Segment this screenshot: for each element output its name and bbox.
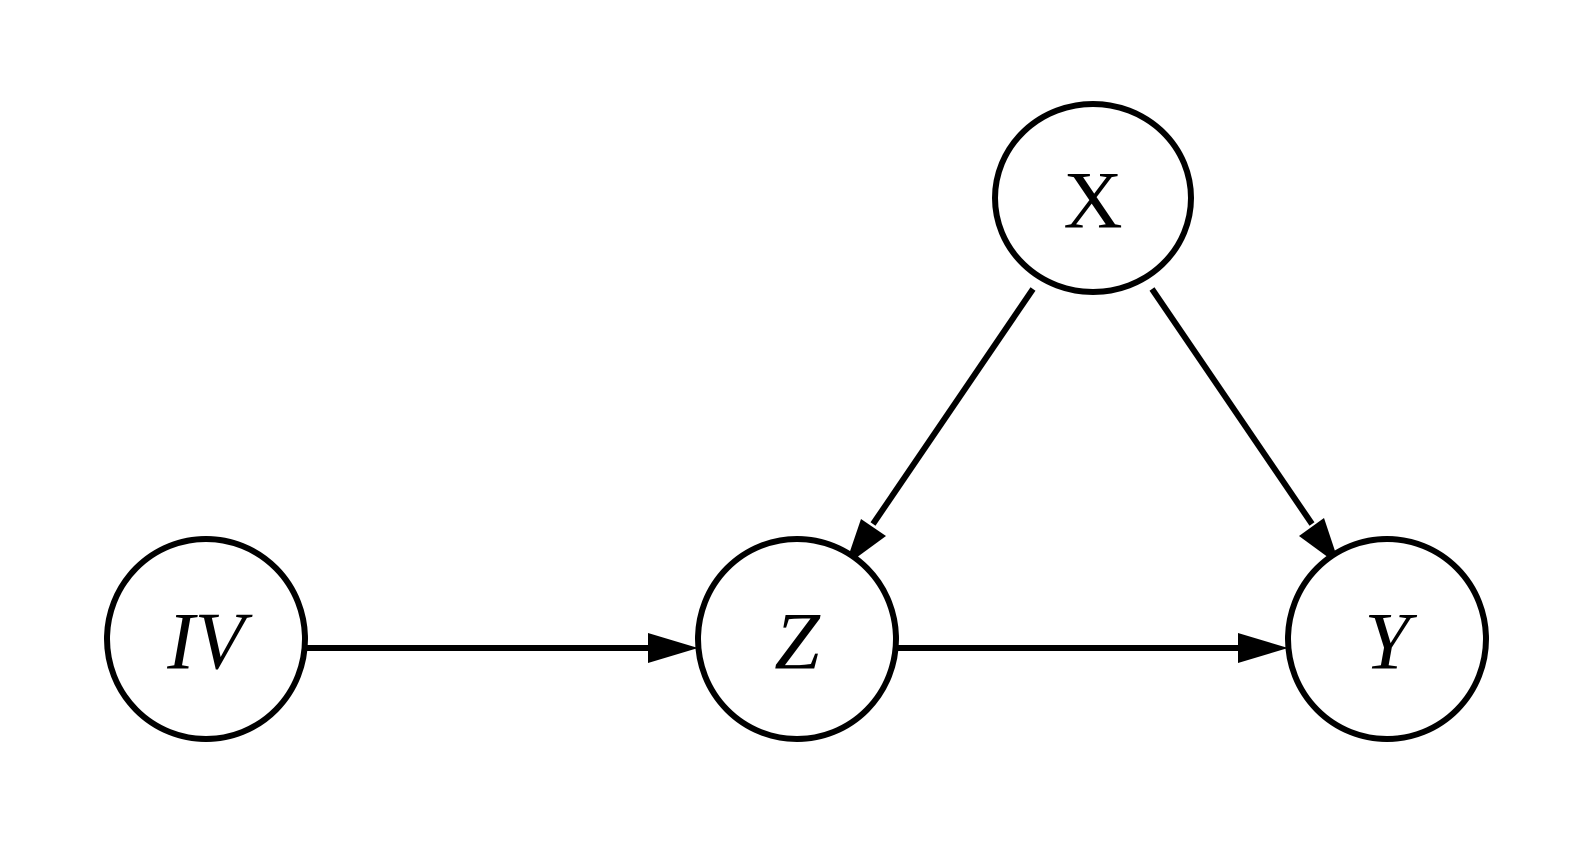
- node-y-circle: [1285, 536, 1489, 742]
- edge-x-to-z-shaft: [870, 287, 1036, 526]
- node-iv[interactable]: IV: [104, 536, 308, 742]
- node-x[interactable]: X: [992, 101, 1194, 295]
- edge-x-to-y[interactable]: [1149, 287, 1340, 566]
- node-z[interactable]: Z: [695, 536, 899, 742]
- edge-x-to-z[interactable]: [845, 287, 1036, 566]
- arrowhead-icon-iv-to-z: [648, 633, 698, 663]
- node-z-label: Z: [774, 596, 821, 687]
- edge-x-to-y-shaft: [1149, 287, 1315, 526]
- arrowhead-icon-x-to-z: [845, 519, 886, 566]
- node-iv-circle: [104, 536, 308, 742]
- arrowhead-icon-z-to-y: [1238, 633, 1288, 663]
- node-y[interactable]: Y: [1285, 536, 1489, 742]
- node-x-label: X: [1063, 155, 1122, 246]
- edge-z-to-y[interactable]: [896, 633, 1288, 663]
- node-y-label: Y: [1364, 596, 1417, 687]
- node-iv-label: IV: [166, 596, 252, 687]
- node-z-circle: [695, 536, 899, 742]
- edge-iv-to-z[interactable]: [306, 633, 698, 663]
- node-x-circle: [992, 101, 1194, 295]
